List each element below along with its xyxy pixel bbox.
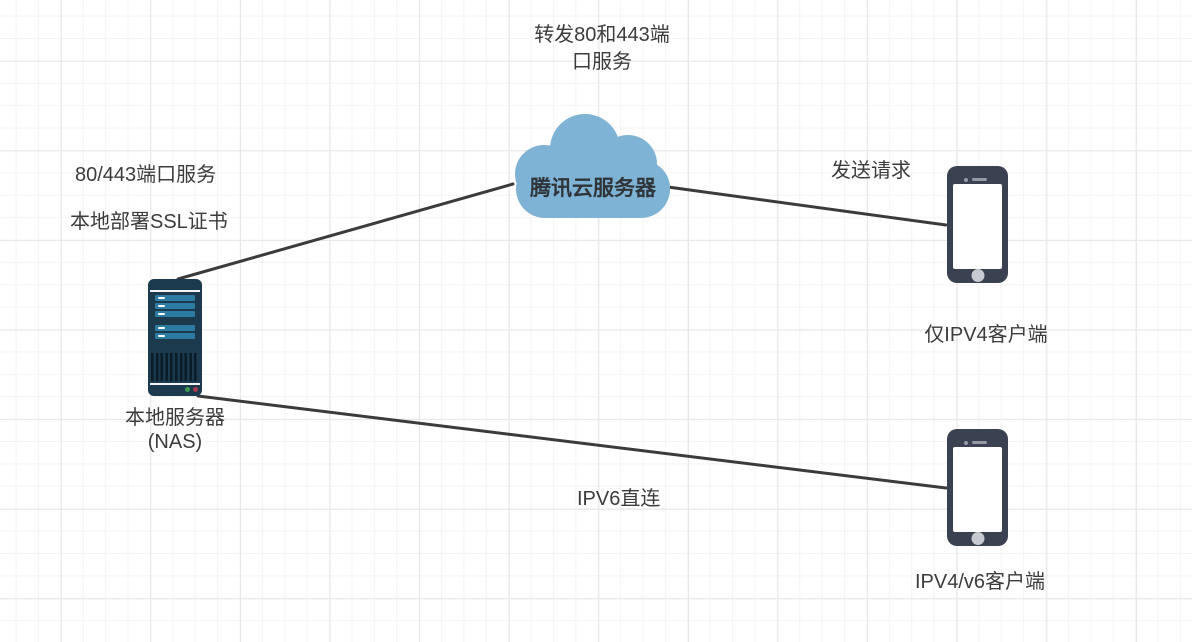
- server-drive-bay: [155, 295, 195, 301]
- camera-dot-icon: [964, 178, 968, 182]
- server-drive-bay: [155, 311, 195, 317]
- server-bottom-divider: [150, 383, 200, 385]
- edge-local-server-to-phone-ipv4v6[interactable]: [196, 394, 948, 490]
- label-phone-ipv4v6: IPV4/v6客户端: [914, 571, 1046, 593]
- speaker-slot-icon: [972, 178, 987, 181]
- node-tencent-cloud[interactable]: 腾讯云服务器: [513, 112, 673, 220]
- label-ipv6-direct: IPV6直连: [577, 488, 661, 510]
- label-forward-ports: 转发80和443端 口服务: [534, 24, 670, 73]
- home-button-icon: [971, 269, 984, 282]
- speaker-slot-icon: [972, 441, 987, 444]
- node-local-server[interactable]: [148, 279, 202, 396]
- server-drive-bay: [155, 325, 195, 331]
- server-drive-bay: [155, 333, 195, 339]
- phone-screen: [953, 184, 1002, 269]
- led-green: [185, 387, 190, 392]
- server-vents: [151, 353, 199, 381]
- label-local-ports: 80/443端口服务: [75, 164, 217, 186]
- server-top-divider: [150, 290, 200, 292]
- cloud-label: 腾讯云服务器: [530, 177, 656, 200]
- led-red: [193, 387, 198, 392]
- label-local-server: 本地服务器 (NAS): [125, 407, 225, 453]
- node-phone-ipv4[interactable]: [947, 166, 1008, 283]
- home-button-icon: [971, 532, 984, 545]
- label-phone-ipv4: 仅IPV4客户端: [924, 324, 1048, 346]
- label-send-request: 发送请求: [831, 160, 911, 182]
- node-phone-ipv4v6[interactable]: [947, 429, 1008, 546]
- phone-screen: [953, 447, 1002, 532]
- edge-cloud-to-phone-ipv4[interactable]: [666, 185, 948, 227]
- cloud-icon: [515, 114, 670, 218]
- server-drive-bay: [155, 303, 195, 309]
- label-local-ssl: 本地部署SSL证书: [70, 211, 228, 233]
- edge-local-server-to-cloud[interactable]: [176, 182, 515, 281]
- camera-dot-icon: [964, 441, 968, 445]
